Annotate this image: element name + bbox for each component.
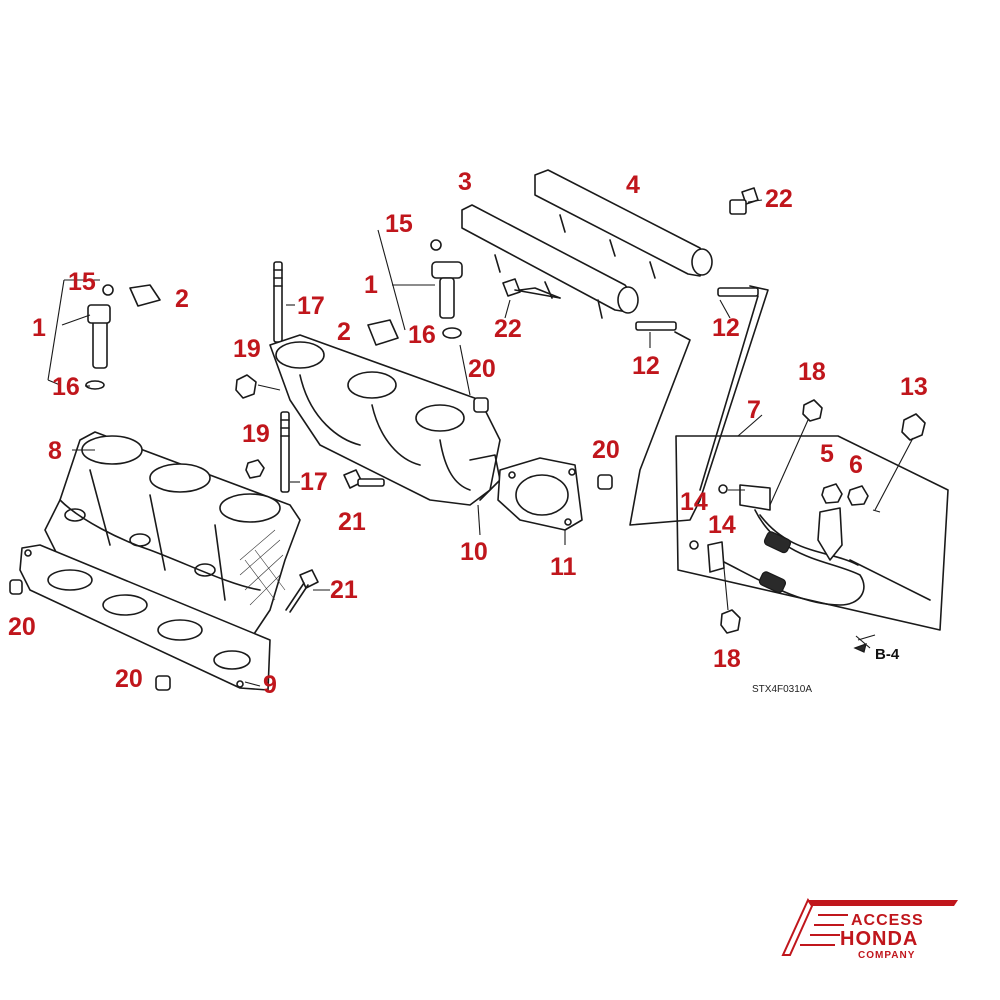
callout-22-mid: 22 [494, 315, 522, 343]
oring-14-a [718, 484, 728, 494]
intake-gasket-left [19, 544, 271, 691]
oring-14-b [689, 540, 699, 550]
clamp-6 [847, 485, 869, 506]
collar-20-a [9, 579, 23, 595]
nut-19-mid [245, 459, 265, 479]
bolt-22-top [729, 187, 759, 215]
clamp-5 [821, 483, 843, 504]
fuel-injector-mid [430, 239, 463, 339]
diagram-code: STX4F0310A [752, 684, 812, 695]
collar-20-right [597, 474, 613, 490]
callout-18-top: 18 [798, 358, 826, 386]
callout-19-top: 19 [233, 335, 261, 363]
bolt-21-mid [343, 469, 385, 489]
logo-line3: COMPANY [858, 950, 915, 961]
callout-20-mid: 20 [468, 355, 496, 383]
bolt-21-left [285, 569, 319, 613]
logo-line2: HONDA [840, 928, 918, 950]
callout-17-mid: 17 [300, 468, 328, 496]
fuel-line-inner [699, 295, 759, 491]
callout-3: 3 [458, 168, 472, 196]
callout-9: 9 [263, 671, 277, 699]
collar-20-mid [473, 397, 489, 413]
bracket-7 [707, 541, 725, 573]
nut-19-top [235, 374, 257, 399]
callout-1-left: 1 [32, 314, 46, 342]
callout-8: 8 [48, 437, 62, 465]
callout-2-mid: 2 [337, 318, 351, 346]
throttle-gasket [497, 457, 583, 531]
leader-lines [47, 199, 914, 687]
callout-14-a: 14 [680, 488, 708, 516]
fitting-12-b [635, 321, 677, 331]
nut-13 [901, 413, 926, 441]
fuel-rail-4 [534, 169, 713, 279]
access-honda-logo: ACCESS HONDA COMPANY [781, 897, 958, 961]
callout-20-bottom-mid: 20 [115, 665, 143, 693]
fuel-hose-assembly [675, 435, 949, 631]
stud-17-top [273, 261, 283, 343]
fitting-12-a [717, 287, 759, 297]
callout-21-left: 21 [330, 576, 358, 604]
callout-17-top: 17 [297, 292, 325, 320]
callout-12-b: 12 [632, 352, 660, 380]
callout-6: 6 [849, 451, 863, 479]
callout-16-left: 16 [52, 373, 80, 401]
callout-21-mid: 21 [338, 508, 366, 536]
callout-15-mid: 15 [385, 210, 413, 238]
connector-2-mid [367, 319, 399, 346]
callout-4: 4 [626, 171, 640, 199]
section-reference-label[interactable]: B-4 [875, 646, 900, 663]
collar-20-b [155, 675, 171, 691]
upper-intake-manifold [269, 334, 501, 506]
fuel-rail-3 [461, 204, 639, 319]
callout-20-right: 20 [592, 436, 620, 464]
callout-22-top: 22 [765, 185, 793, 213]
callout-2-left: 2 [175, 285, 189, 313]
stud-17-mid [280, 411, 290, 493]
callout-19-mid: 19 [242, 420, 270, 448]
bolt-22-mid [502, 278, 561, 299]
callout-11: 11 [550, 553, 577, 581]
callout-10: 10 [460, 538, 488, 566]
callout-14-b: 14 [708, 511, 736, 539]
callout-13: 13 [900, 373, 928, 401]
callout-5: 5 [820, 440, 834, 468]
callout-16-mid: 16 [408, 321, 436, 349]
clip-18-bot [720, 609, 741, 634]
fuel-line [629, 285, 769, 526]
callout-20-bottom-left: 20 [8, 613, 36, 641]
callout-1-mid: 1 [364, 271, 378, 299]
callout-12-a: 12 [712, 314, 740, 342]
callout-7: 7 [747, 396, 761, 424]
nut-18-top [802, 399, 823, 422]
callout-18-bot: 18 [713, 645, 741, 673]
fuel-injector-left [85, 284, 161, 390]
lower-intake-manifold [44, 431, 301, 641]
section-reference[interactable]: B-4 [853, 643, 900, 663]
callout-15-left: 15 [68, 268, 96, 296]
logo-line1: ACCESS [851, 912, 924, 929]
